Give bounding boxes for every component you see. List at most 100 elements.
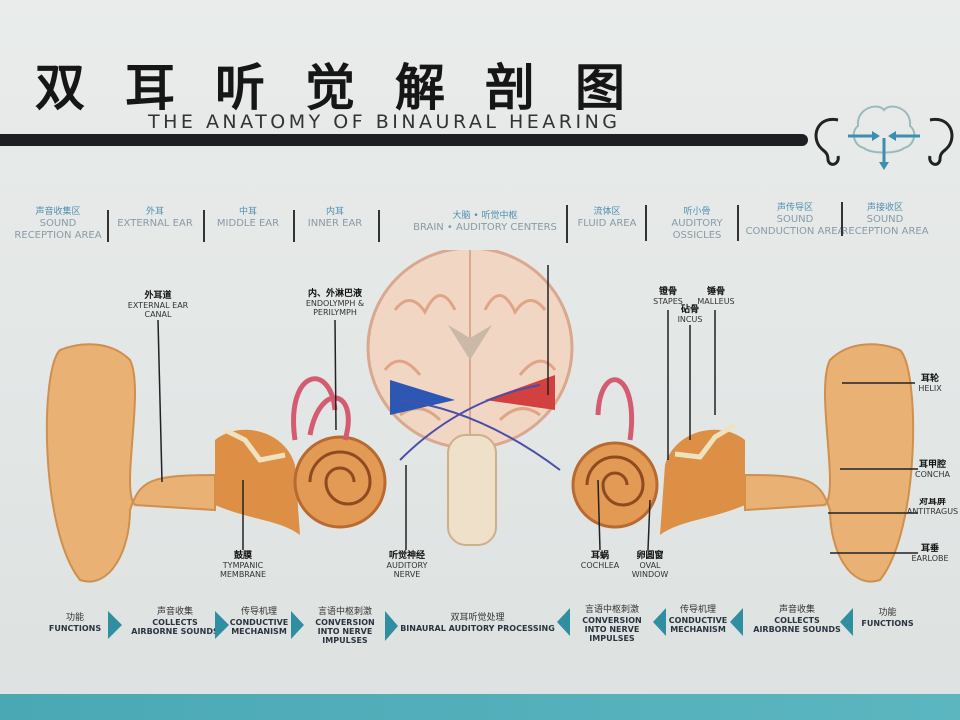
label-cn: 卵圆窗 [636, 551, 664, 561]
arrow-left-icon [730, 608, 743, 636]
region-cn: 声传导区 [776, 203, 813, 213]
region-en: SOUND RECEPTION AREA [14, 218, 102, 241]
ears-brain-icon [814, 105, 954, 170]
flow-en: FUNCTIONS [48, 624, 102, 633]
region-cn: 大脑 • 听觉中枢 [452, 211, 518, 221]
region-separator [293, 210, 295, 242]
label-en: TYMPANIC MEMBRANE [219, 561, 267, 579]
region-cn: 流体区 [593, 207, 621, 217]
flow-en: CONDUCTIVE MECHANISM [229, 618, 289, 636]
label-cn: 砧骨 [680, 305, 699, 315]
label-en: ANTITRAGUS [906, 507, 959, 516]
right-ear [571, 343, 915, 583]
region-cn: 中耳 [238, 207, 257, 217]
region-cn: 声音收集区 [35, 207, 81, 217]
region-en: AUDITORY OSSICLES [671, 218, 723, 241]
region-cn: 声接收区 [866, 203, 903, 213]
flow-en: FUNCTIONS [861, 619, 914, 628]
flow-cn: 言语中枢刺激 [584, 605, 639, 615]
arrow-right-icon [291, 611, 304, 639]
flow-cn: 功能 [878, 608, 897, 618]
label-cn: 听觉神经 [388, 551, 425, 561]
flow-cn: 声音收集 [778, 605, 815, 615]
arrow-left-icon [653, 608, 666, 636]
region-en: MIDDLE EAR [216, 218, 280, 229]
label-cn: 耳轮 [920, 374, 939, 384]
label-en: STAPES [653, 297, 683, 306]
right-auditory-pathway [485, 375, 555, 410]
poster-subtitle: THE ANATOMY OF BINAURAL HEARING [148, 111, 621, 133]
label-cn: 鼓膜 [233, 551, 252, 561]
flow-en: CONDUCTIVE MECHANISM [668, 616, 728, 634]
region-en: SOUND CONDUCTION AREA [745, 214, 845, 237]
label-cn: 镫骨 [658, 287, 677, 297]
flow-cn: 言语中枢刺激 [317, 607, 372, 617]
arrow-right-icon [385, 611, 398, 641]
label-cn: 外耳道 [144, 291, 172, 301]
flow-en: COLLECTS AIRBORNE SOUNDS [131, 618, 219, 636]
region-en: BRAIN • AUDITORY CENTERS [413, 222, 557, 233]
region-en: FLUID AREA [577, 218, 637, 229]
label-en: OVAL WINDOW [631, 561, 669, 579]
label-en: HELIX [918, 384, 942, 393]
label-cn: 对耳屏 [918, 498, 946, 507]
region-separator [107, 210, 109, 242]
flow-arrows [108, 608, 853, 641]
region-separator [645, 205, 647, 241]
label-en: AUDITORY NERVE [386, 561, 428, 579]
region-en: INNER EAR [307, 218, 363, 229]
arrow-left-icon [557, 608, 570, 636]
label-cn: 耳甲腔 [918, 460, 946, 470]
region-en: SOUND RECEPTION AREA [841, 214, 929, 237]
label-cn: 耳蜗 [590, 551, 609, 561]
flow-cn: 声音收集 [156, 607, 193, 617]
region-en: EXTERNAL EAR [117, 218, 193, 229]
label-en: INCUS [677, 315, 703, 324]
title-divider [0, 134, 808, 146]
left-auditory-pathway [390, 380, 455, 415]
label-en: EXTERNAL EAR CANAL [127, 301, 189, 319]
arrow-right-icon [108, 611, 122, 639]
flow-en: CONVERSION INTO NERVE IMPULSES [315, 618, 375, 645]
label-cn: 内、外淋巴液 [307, 289, 362, 299]
region-cn: 外耳 [145, 207, 164, 217]
flow-cn: 传导机理 [679, 605, 716, 615]
region-separator [566, 205, 568, 243]
region-cn: 内耳 [325, 207, 344, 217]
label-en: ENDOLYMPH & PERILYMPH [305, 299, 365, 317]
region-separator [841, 202, 843, 236]
left-ear [45, 343, 387, 583]
region-separator [378, 210, 380, 242]
flow-cn: 传导机理 [240, 607, 277, 617]
flow-en: COLLECTS AIRBORNE SOUNDS [753, 616, 841, 634]
